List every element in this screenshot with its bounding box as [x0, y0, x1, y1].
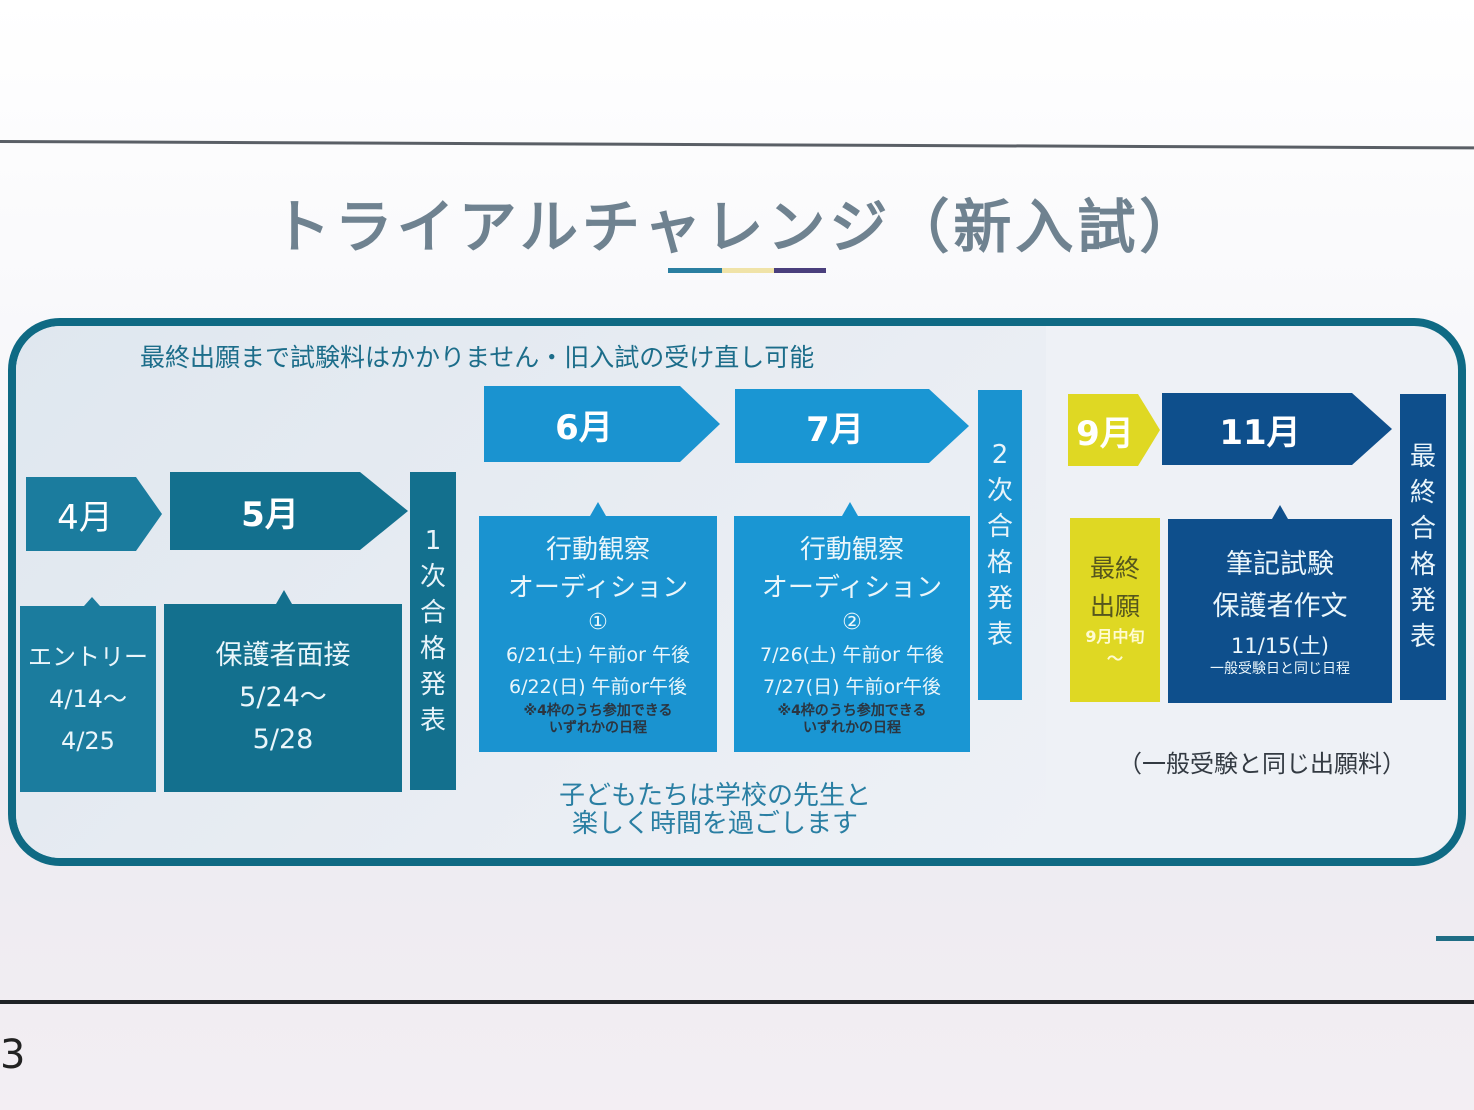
first-result-char: 1 — [424, 526, 442, 556]
audition2-note2: いずれかの日程 — [803, 720, 901, 736]
final-result-char: 表 — [1409, 622, 1436, 652]
audition1-title2: オーディション — [507, 573, 689, 603]
page-title: トライアルチャレンジ（新入試） — [272, 193, 1202, 261]
first-result-char: 表 — [419, 706, 446, 736]
written-exam-title2: 保護者作文 — [1212, 591, 1348, 622]
audition1-number: ① — [588, 610, 608, 635]
written-exam-date: 11/15(土) — [1231, 634, 1329, 658]
entry-title: エントリー — [28, 643, 148, 671]
side-marker — [1436, 936, 1474, 941]
month-label-may: 5月 — [241, 494, 299, 535]
title-accent-purple — [774, 268, 826, 273]
month-label-november: 11月 — [1219, 412, 1301, 453]
caption-line1: 子どもたちは学校の先生と — [558, 781, 871, 811]
month-label-july: 7月 — [806, 409, 864, 450]
month-arrow-july — [735, 389, 969, 463]
month-arrow-june — [484, 386, 720, 462]
second-result-char: 発 — [986, 584, 1013, 614]
entry-pointer — [84, 597, 100, 606]
audition1-pointer — [590, 502, 606, 516]
second-result-char: 格 — [986, 548, 1013, 578]
month-label-june: 6月 — [555, 407, 613, 448]
final-application-title1: 最終 — [1089, 554, 1140, 583]
audition1-date1: 6/21(土) 午前or 午後 — [505, 644, 690, 666]
entry-start: 4/14〜 — [49, 685, 127, 713]
page-top-rule — [0, 140, 1474, 150]
first-result-bar: 1 次 合 格 発 表 — [410, 472, 456, 790]
second-result-char: 表 — [986, 620, 1013, 650]
final-application-title2: 出願 — [1089, 592, 1140, 621]
second-result-char: 2 — [991, 440, 1009, 470]
written-exam-title1: 筆記試験 — [1226, 549, 1334, 580]
written-exam-box: 筆記試験 保護者作文 11/15(土) 一般受験日と同じ日程 — [1168, 519, 1392, 703]
written-exam-pointer — [1272, 505, 1288, 519]
interview-title: 保護者面接 — [215, 640, 351, 671]
entry-end: 4/25 — [61, 727, 115, 755]
children-caption: 子どもたちは学校の先生と 楽しく時間を過ごします — [500, 782, 930, 838]
month-label-september: 9月 — [1076, 413, 1134, 454]
final-application-tilde: 〜 — [1106, 649, 1123, 668]
free-note: 最終出願まで試験料はかかりません・旧入試の受け直し可能 — [140, 343, 815, 372]
page-bottom-rule — [0, 1000, 1474, 1004]
audition2-title2: オーディション — [761, 573, 943, 603]
audition1-box: 行動観察 オーディション ① 6/21(土) 午前or 午後 6/22(日) 午… — [479, 516, 717, 752]
interview-pointer — [276, 590, 292, 604]
audition2-date1: 7/26(土) 午前or 午後 — [759, 644, 944, 666]
month-arrow-april — [26, 477, 162, 551]
audition2-date2: 7/27(日) 午前or午後 — [763, 676, 941, 698]
audition1-date2: 6/22(日) 午前or午後 — [509, 676, 687, 698]
month-arrow-november — [1162, 393, 1392, 465]
final-application-period: 9月中旬 — [1085, 627, 1145, 646]
month-label-april: 4月 — [57, 497, 113, 538]
second-result-char: 合 — [986, 512, 1013, 542]
first-result-char: 格 — [419, 634, 446, 664]
first-result-char: 発 — [419, 670, 446, 700]
month-arrow-september — [1068, 394, 1160, 466]
final-result-char: 最 — [1409, 442, 1436, 472]
audition2-pointer — [842, 502, 858, 516]
final-result-bar: 最 終 合 格 発 表 — [1400, 394, 1446, 700]
audition1-note1: ※4枠のうち参加できる — [523, 703, 673, 719]
title-accent-yellow — [722, 268, 774, 273]
interview-box: 保護者面接 5/24〜 5/28 — [164, 604, 402, 792]
title-accent-teal — [668, 268, 722, 273]
caption-line2: 楽しく時間を過ごします — [571, 809, 858, 839]
audition2-number: ② — [842, 610, 862, 635]
interview-end: 5/28 — [252, 724, 314, 755]
entry-box: エントリー 4/14〜 4/25 — [20, 606, 156, 792]
final-result-char: 合 — [1409, 514, 1436, 544]
second-result-bar: 2 次 合 格 発 表 — [978, 390, 1022, 700]
audition1-note2: いずれかの日程 — [549, 720, 647, 736]
page-number: 3 — [0, 1032, 26, 1078]
interview-start: 5/24〜 — [239, 682, 327, 713]
first-result-char: 次 — [419, 562, 446, 592]
final-result-char: 発 — [1409, 586, 1436, 616]
audition1-title1: 行動観察 — [545, 535, 650, 565]
fee-note: （一般受験と同じ出願料） — [1118, 750, 1406, 778]
audition2-box: 行動観察 オーディション ② 7/26(土) 午前or 午後 7/27(日) 午… — [734, 516, 970, 752]
final-result-char: 終 — [1409, 478, 1436, 508]
final-result-char: 格 — [1409, 550, 1436, 580]
first-result-char: 合 — [419, 598, 446, 628]
audition2-title1: 行動観察 — [799, 535, 904, 565]
second-result-char: 次 — [986, 476, 1013, 506]
written-exam-note: 一般受験日と同じ日程 — [1210, 661, 1350, 677]
audition2-note1: ※4枠のうち参加できる — [777, 703, 927, 719]
month-arrow-may — [170, 472, 408, 550]
final-application-box: 最終 出願 9月中旬 〜 — [1070, 518, 1160, 702]
